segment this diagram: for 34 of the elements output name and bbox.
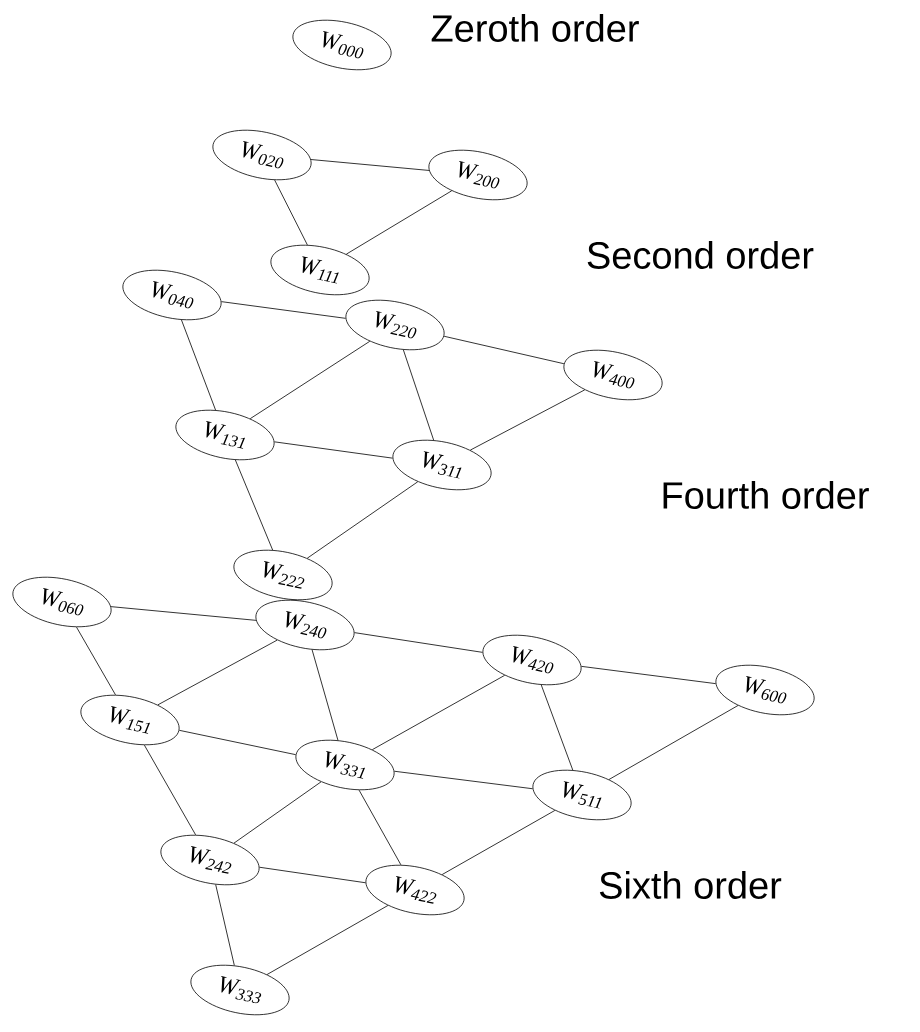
- connector-line: [215, 884, 235, 966]
- connector-line: [443, 335, 565, 365]
- connector-line: [354, 632, 483, 653]
- connector-line: [358, 789, 402, 866]
- connector-line: [441, 810, 556, 875]
- connector-line: [394, 770, 534, 790]
- connector-line: [181, 319, 216, 411]
- order-label: Zeroth order: [431, 14, 639, 42]
- order-label: Fourth order: [663, 481, 869, 509]
- connector-line: [402, 349, 435, 441]
- order-label: Second order: [587, 241, 814, 269]
- connector-line: [221, 301, 346, 319]
- connector-line: [144, 744, 197, 836]
- connector-line: [540, 684, 574, 771]
- connector-line: [233, 781, 322, 844]
- connector-line: [157, 639, 278, 706]
- connector-line: [266, 905, 389, 975]
- connector-line: [310, 159, 430, 171]
- connector-line: [110, 606, 257, 621]
- connector-line: [608, 705, 739, 780]
- order-label: Sixth order: [599, 871, 782, 899]
- connector-line: [469, 389, 586, 451]
- connector-line: [311, 649, 339, 741]
- connector-line: [581, 665, 716, 685]
- connector-line: [249, 340, 371, 420]
- connector-line: [234, 459, 274, 551]
- connector-line: [178, 729, 297, 756]
- connector-line: [274, 441, 393, 459]
- connector-line: [259, 866, 366, 884]
- connector-line: [306, 481, 419, 559]
- connector-line: [274, 179, 308, 246]
- connector-line: [345, 190, 453, 255]
- connector-line: [371, 674, 506, 751]
- connector-line: [76, 626, 116, 696]
